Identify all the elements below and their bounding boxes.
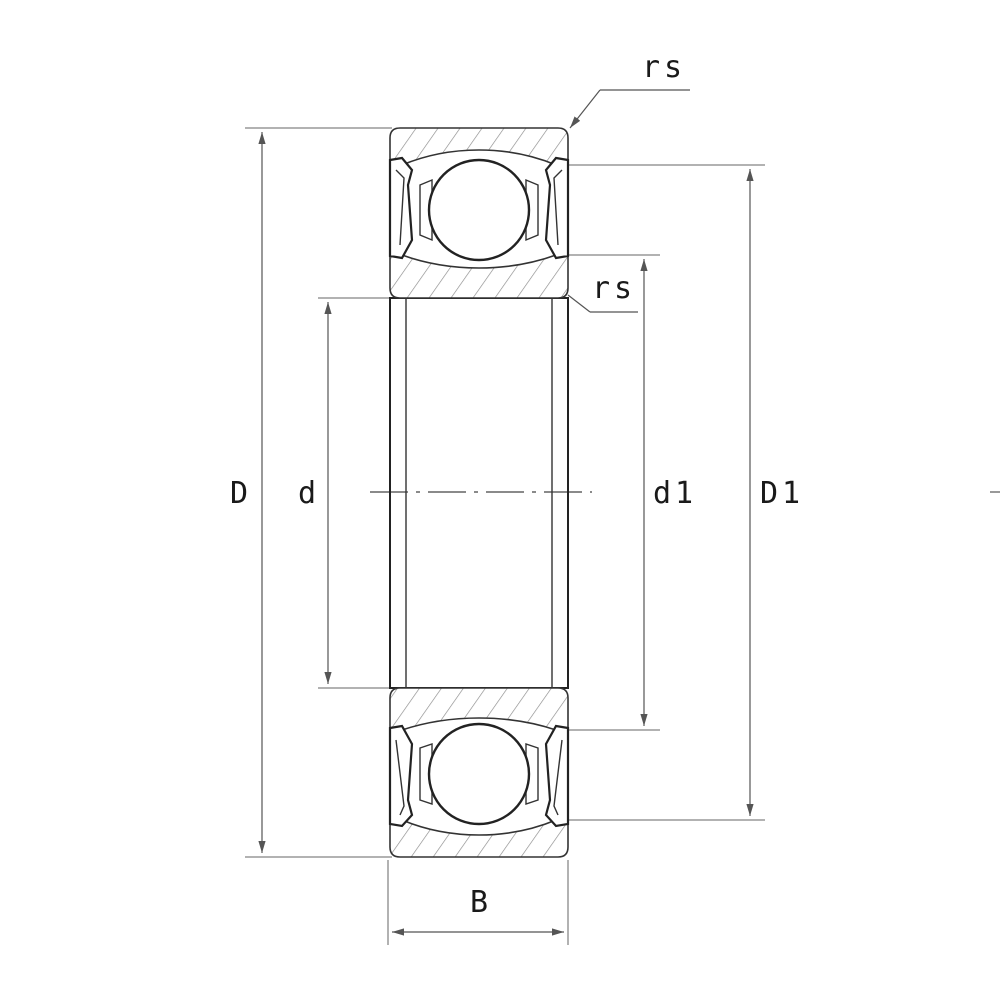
ball-top (427, 158, 531, 262)
label-rs-top: rs (642, 50, 686, 85)
ball-bottom (427, 722, 531, 826)
dimension-lines (258, 132, 754, 936)
label-d: d (298, 476, 320, 511)
label-D: D (230, 476, 252, 511)
top-section (388, 127, 570, 299)
inner-ring-top (389, 254, 569, 299)
label-B: B (470, 885, 492, 920)
outer-ring-bottom (389, 819, 569, 858)
inner-ring-bottom (389, 687, 569, 731)
outer-ring-top (389, 127, 569, 166)
seal-left-top (388, 156, 414, 260)
seal-right-top (544, 156, 570, 260)
bearing-section (388, 127, 570, 858)
label-d1: d1 (653, 476, 697, 511)
label-D1: D1 (760, 476, 804, 511)
leaders (567, 89, 690, 313)
bottom-section (388, 687, 570, 858)
extension-lines (245, 127, 765, 945)
label-rs-mid: rs (592, 271, 636, 306)
